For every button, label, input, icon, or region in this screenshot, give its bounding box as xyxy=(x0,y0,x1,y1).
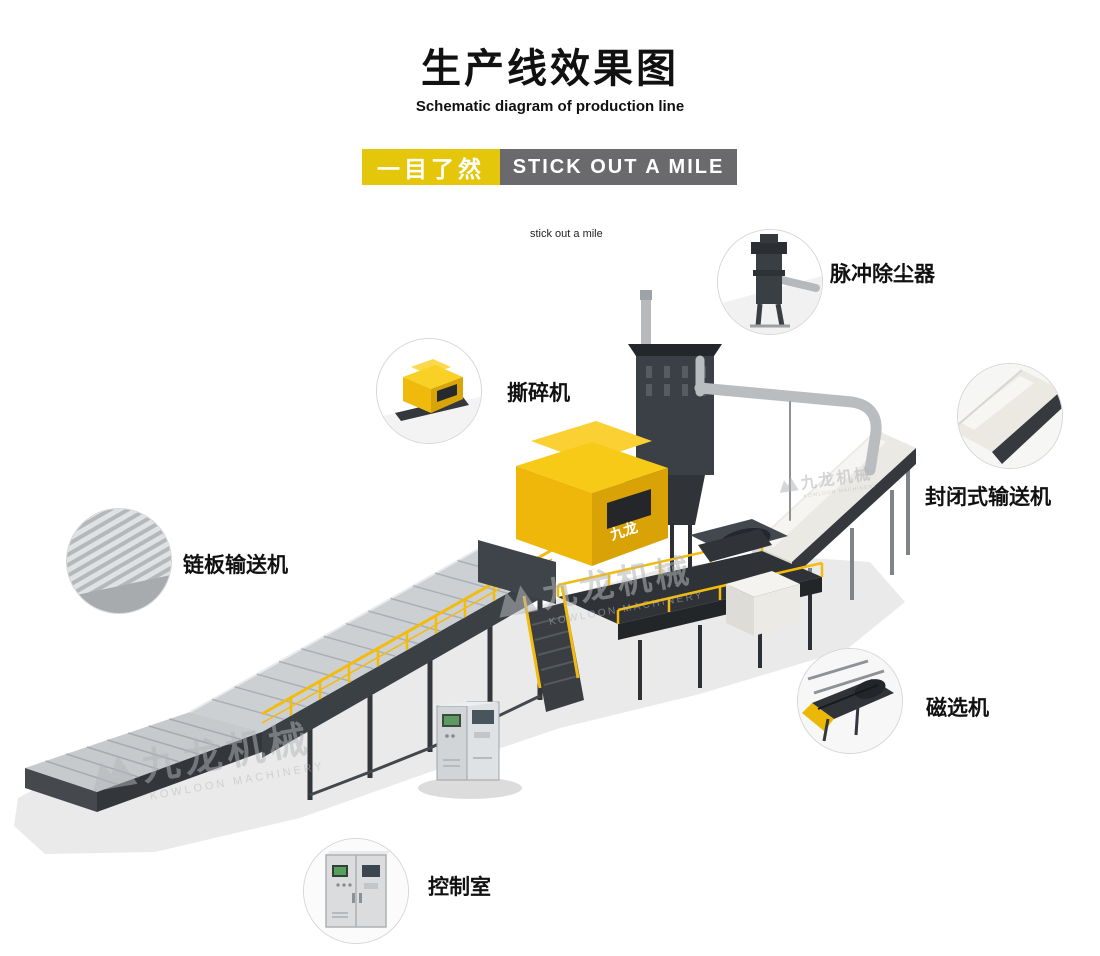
chain-conveyor-incline xyxy=(189,540,556,758)
callout-enclosed-conveyor-label: 封闭式输送机 xyxy=(925,486,1051,509)
callout-control-room-label: 控制室 xyxy=(428,876,491,899)
magnetic-separator-3d xyxy=(690,519,788,562)
banner-left-label: 一目了然 xyxy=(362,149,500,185)
shredder-machine: 九龙 xyxy=(516,421,668,566)
pulse-dust-collector-art xyxy=(718,230,822,334)
chain-conveyor-tail xyxy=(25,712,262,812)
control-room-art xyxy=(304,839,408,943)
page-title: 生产线效果图 xyxy=(421,47,679,91)
banner-caption: stick out a mile xyxy=(530,228,603,240)
discharge-bin xyxy=(726,571,800,636)
control-cabinets xyxy=(436,701,500,781)
callout-enclosed-conveyor-thumb xyxy=(957,363,1063,469)
callout-magnetic-separator-label: 磁选机 xyxy=(926,697,989,720)
banner-right-label: STICK OUT A MILE xyxy=(500,149,737,185)
chain-plate-art xyxy=(67,509,171,613)
callout-chain-plate-conveyor-thumb xyxy=(66,508,172,614)
enclosed-conveyor-art xyxy=(958,364,1062,468)
callout-chain-plate-conveyor-label: 链板输送机 xyxy=(183,554,288,577)
callout-magnetic-separator-thumb xyxy=(797,648,903,754)
callout-control-room-thumb xyxy=(303,838,409,944)
platform-stairs xyxy=(522,585,584,712)
callout-shredder-thumb xyxy=(376,338,482,444)
callout-pulse-dust-collector-label: 脉冲除尘器 xyxy=(830,263,935,286)
callout-pulse-dust-collector-thumb xyxy=(717,229,823,335)
page-subtitle: Schematic diagram of production line xyxy=(415,98,685,115)
shredder-art xyxy=(377,339,481,443)
banner: 一目了然 STICK OUT A MILE xyxy=(362,149,737,185)
callout-shredder-label: 撕碎机 xyxy=(507,382,570,405)
duct-pipes xyxy=(694,355,882,521)
magnetic-separator-art xyxy=(798,649,902,753)
